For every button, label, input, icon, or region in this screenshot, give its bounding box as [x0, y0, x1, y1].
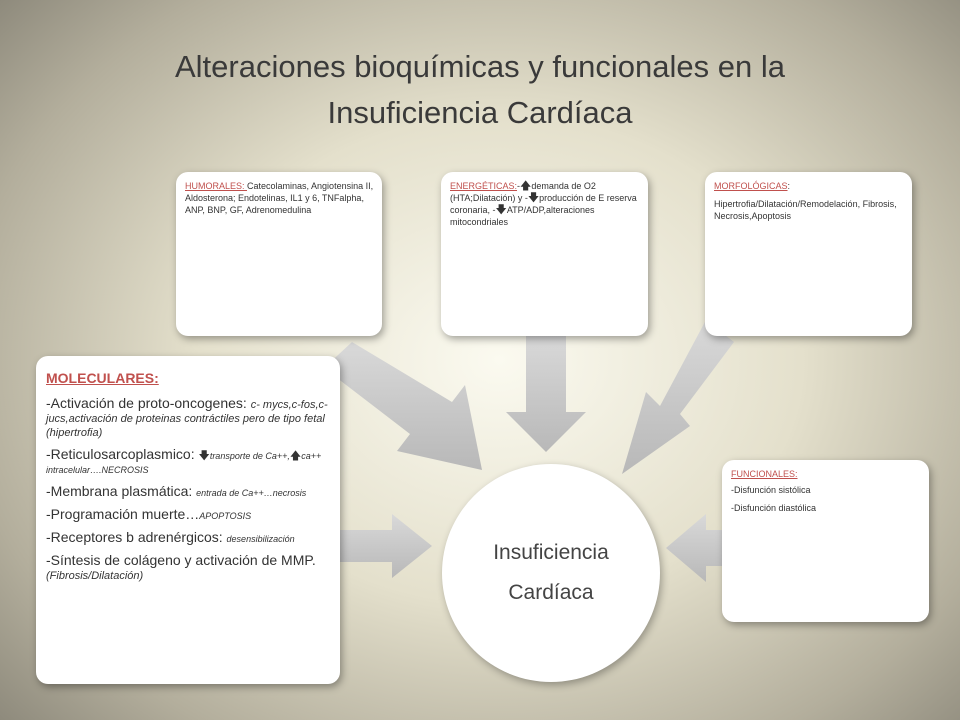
title-line-1: Alteraciones bioquímicas y funcionales e…: [174, 49, 785, 84]
down-arrow-icon: 🡇: [495, 204, 507, 216]
down-arrow-icon: 🡇: [527, 192, 540, 204]
arrow-humorales: [324, 342, 482, 470]
energeticas-text-1: -: [517, 181, 521, 191]
moleculares-item: -Receptores b adrenérgicos: desensibiliz…: [46, 529, 295, 545]
arrow-moleculares: [338, 514, 432, 578]
moleculares-box: MOLECULARES: -Activación de proto-oncoge…: [36, 356, 340, 684]
morfologicas-heading: MORFOLÓGICAS: [714, 181, 788, 191]
arrow-energeticas: [506, 336, 586, 452]
moleculares-item: -Programación muerte…APOPTOSIS: [46, 506, 252, 522]
center-line-2: Cardíaca: [508, 581, 594, 604]
energeticas-text-4: ATP/ADP,alteraciones mitocondriales: [450, 205, 595, 227]
energeticas-text-3: producción de E reserva coronaria, -: [450, 193, 637, 215]
funcionales-item: -Disfunción sistólica: [731, 485, 811, 495]
center-circle: Insuficiencia Cardíaca: [442, 464, 660, 682]
morfologicas-body: Hipertrofia/Dilatación/Remodelación, Fib…: [714, 199, 897, 221]
down-arrow-icon: 🡇: [198, 450, 210, 462]
morfologicas-box: MORFOLÓGICAS: Hipertrofia/Dilatación/Rem…: [705, 172, 912, 336]
energeticas-heading: ENERGÉTICAS:: [450, 181, 518, 191]
funcionales-box: FUNCIONALES: -Disfunción sistólica -Disf…: [722, 460, 929, 622]
funcionales-item: -Disfunción diastólica: [731, 503, 817, 513]
arrow-morfologicas: [622, 320, 734, 474]
slide-title: Alteraciones bioquímicas y funcionales e…: [80, 44, 880, 136]
title-line-2: Insuficiencia Cardíaca: [327, 95, 633, 130]
humorales-heading: HUMORALES:: [185, 181, 248, 191]
humorales-body: Catecolaminas, Angiotensina II, Aldoster…: [185, 181, 374, 215]
energeticas-box: ENERGÉTICAS:-🡅demanda de O2 (HTA;Dilatac…: [441, 172, 648, 336]
funcionales-heading: FUNCIONALES:: [731, 469, 798, 479]
morfologicas-colon: :: [787, 181, 791, 191]
moleculares-item: -Membrana plasmática: entrada de Ca++…ne…: [46, 483, 307, 499]
arrow-funcionales: [666, 514, 722, 582]
moleculares-item: -Síntesis de colágeno y activación de MM…: [46, 552, 316, 582]
moleculares-item: -Reticulosarcoplasmico: 🡇transporte de C…: [46, 446, 322, 475]
humorales-box: HUMORALES: Catecolaminas, Angiotensina I…: [176, 172, 382, 336]
up-arrow-icon: 🡅: [289, 450, 302, 462]
up-arrow-icon: 🡅: [520, 180, 532, 192]
center-line-1: Insuficiencia: [493, 541, 609, 564]
energeticas-text-2: demanda de O2 (HTA;Dilatación) y -: [450, 181, 596, 203]
moleculares-item: -Activación de proto-oncogenes: c- mycs,…: [46, 395, 328, 439]
moleculares-heading: MOLECULARES:: [46, 370, 159, 386]
